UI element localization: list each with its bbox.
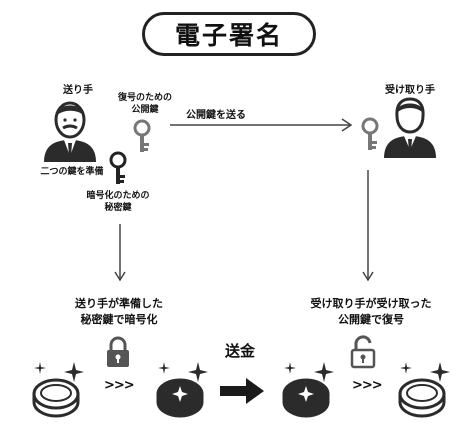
transfer-label: 送金	[224, 342, 255, 360]
sender-person-icon	[44, 101, 96, 162]
sender-down-arrow	[114, 224, 126, 282]
sender-label: 送り手	[63, 85, 93, 96]
chevrons-2: >>>	[352, 378, 383, 393]
public-key-caption-1: 復号のための	[117, 93, 172, 103]
send-public-key-arrow	[170, 118, 353, 132]
receiver-person-icon	[384, 97, 436, 158]
coin-icon-1	[32, 362, 84, 418]
public-key-caption-2: 公開鍵	[131, 105, 159, 115]
public-key-icon	[133, 119, 151, 152]
decrypt-step-caption-2: 公開鍵で復号	[338, 313, 404, 326]
receiver-label: 受け取り手	[385, 85, 435, 96]
coin-icon-3	[282, 362, 334, 418]
send-public-key-label: 公開鍵を送る	[186, 110, 246, 121]
transfer-arrow	[220, 378, 264, 404]
coin-icon-4	[398, 362, 450, 418]
sender-note: 二つの鍵を準備	[40, 167, 104, 177]
received-public-key-icon	[361, 117, 379, 150]
locked-padlock-icon	[107, 336, 129, 367]
private-key-icon	[109, 151, 127, 184]
decrypt-step-caption-1: 受け取り手が受け取った	[310, 297, 432, 310]
private-key-caption-2: 秘密鍵	[104, 203, 132, 213]
coin-icon-2	[156, 362, 208, 418]
chevrons-1: >>>	[104, 378, 135, 393]
unlocked-padlock-icon	[350, 335, 376, 369]
receiver-down-arrow	[362, 170, 374, 282]
encrypt-step-caption-2: 秘密鍵で暗号化	[80, 313, 158, 326]
private-key-caption-1: 暗号化のための	[86, 191, 150, 201]
encrypt-step-caption-1: 送り手が準備した	[75, 297, 163, 310]
page-title: 電子署名	[142, 12, 316, 56]
